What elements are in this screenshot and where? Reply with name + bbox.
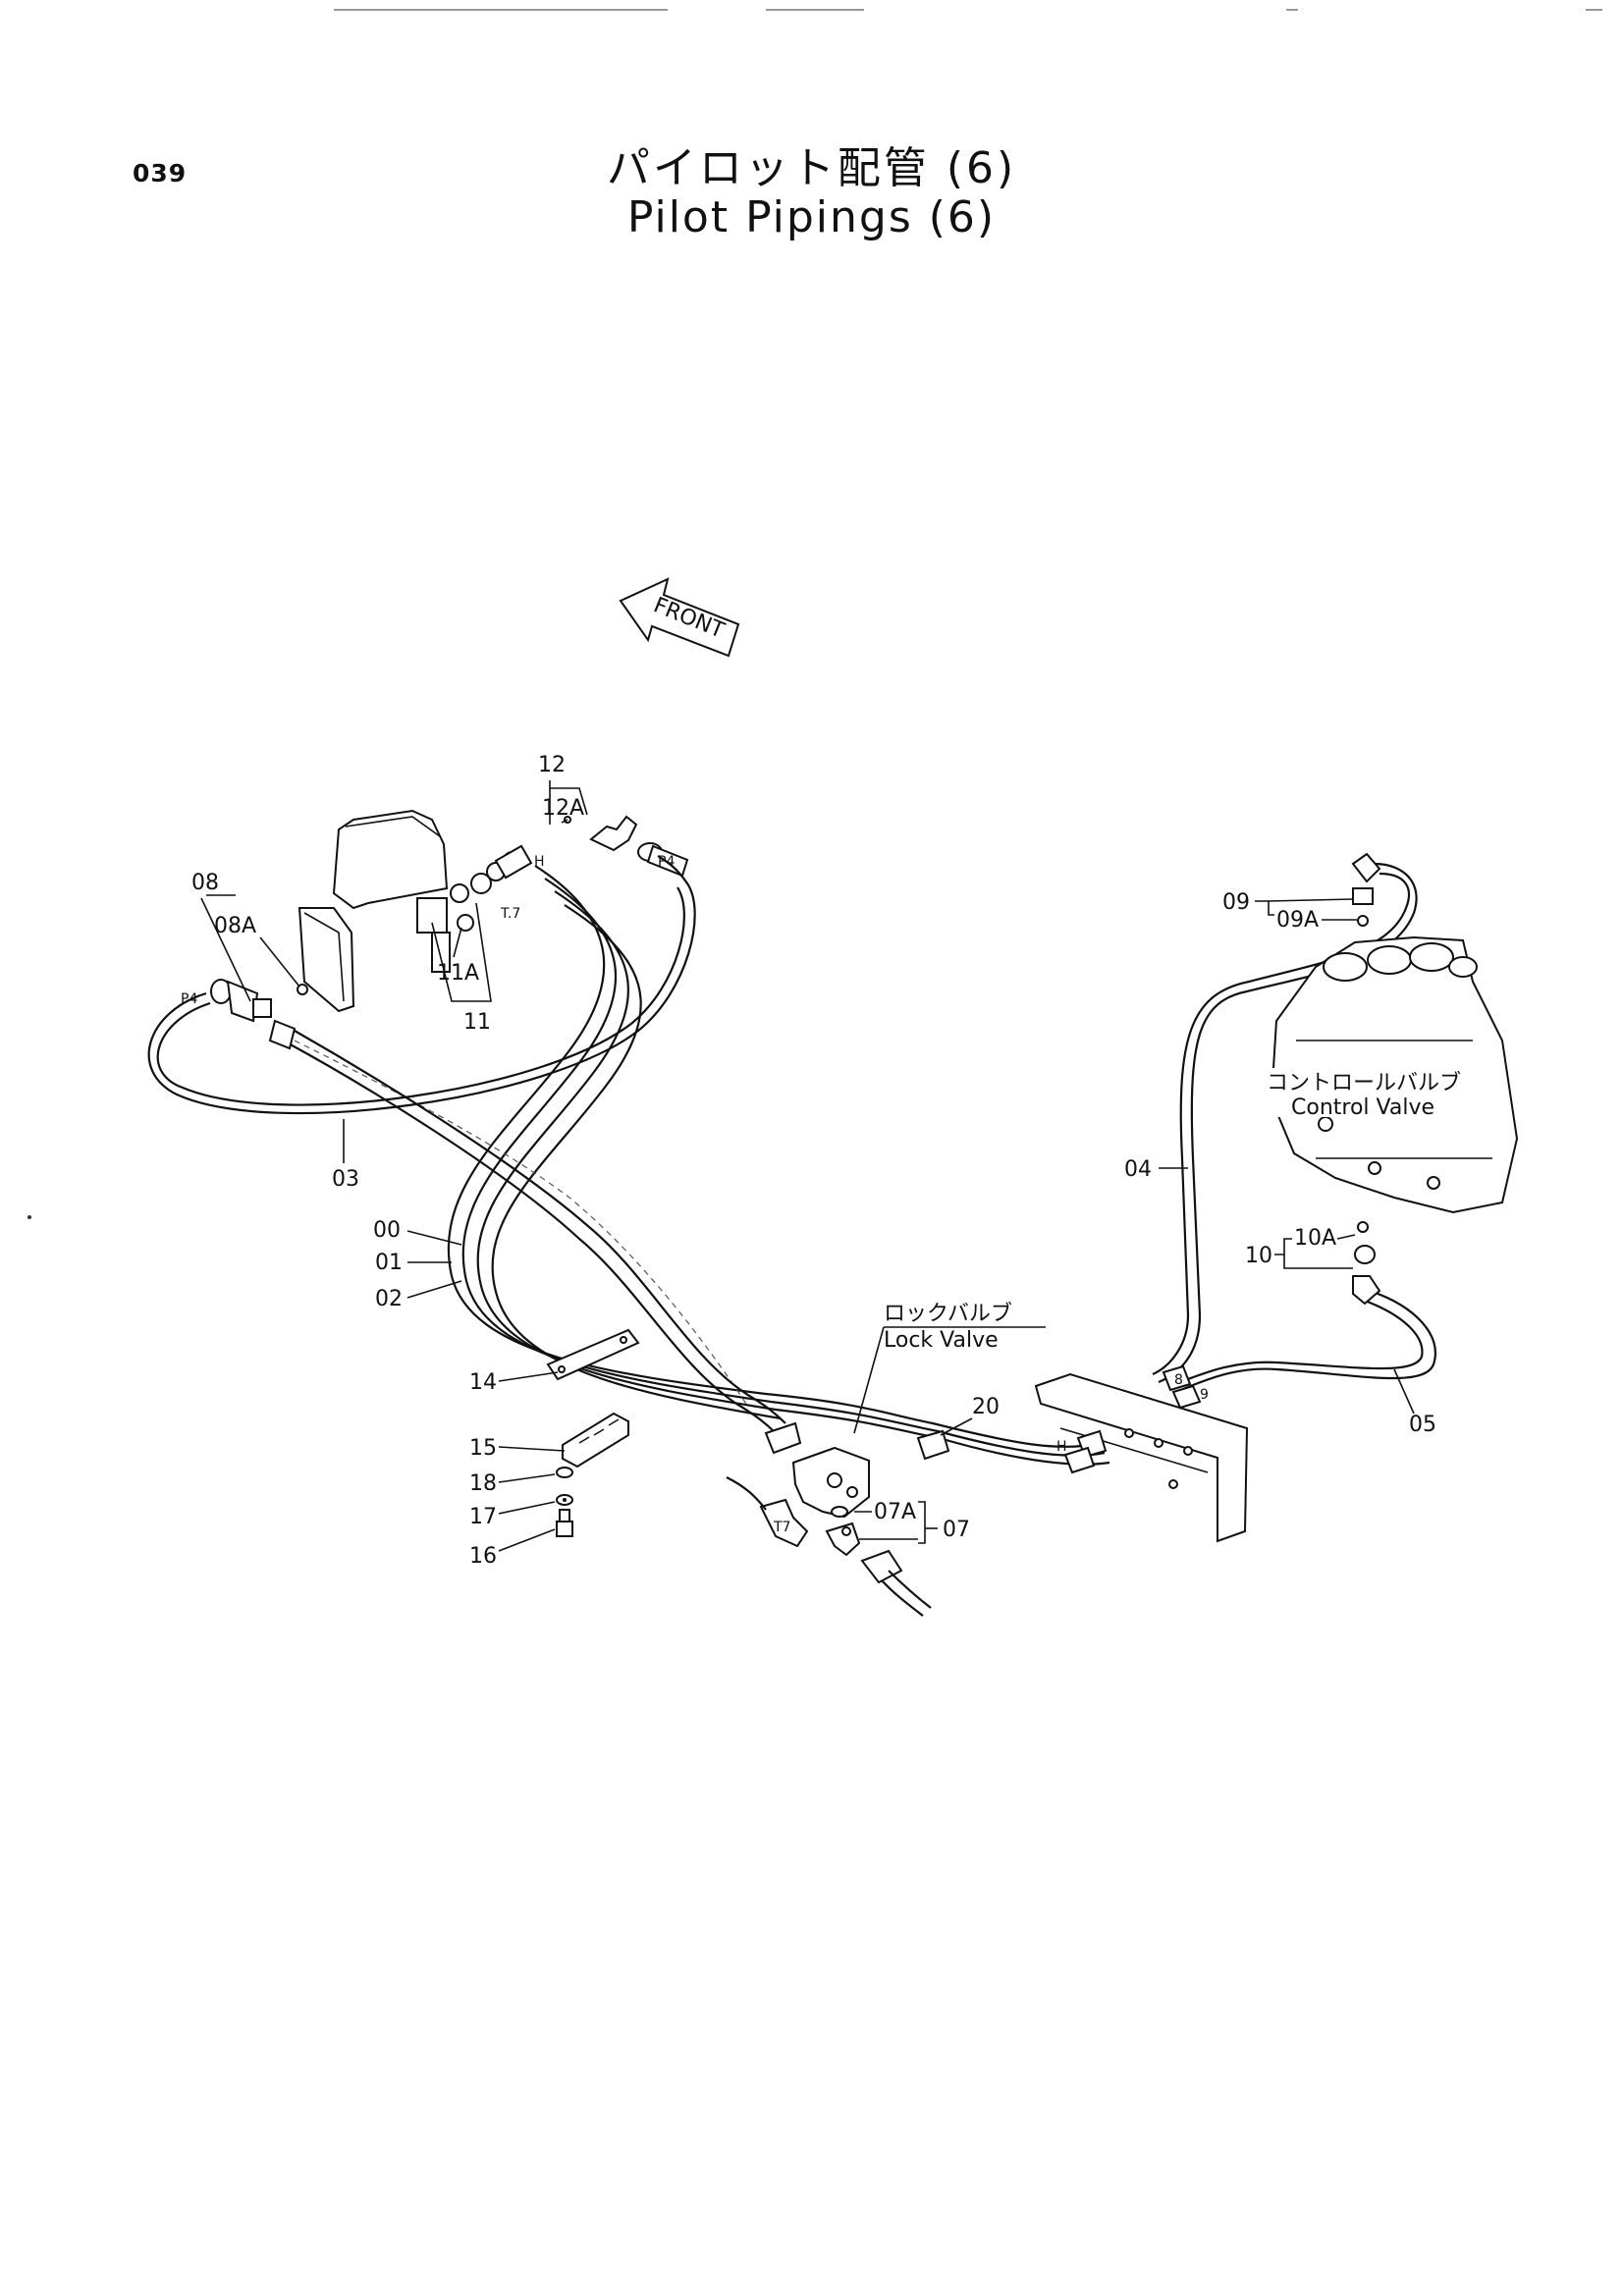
callout-09: 09 <box>1222 890 1250 915</box>
callout-08a: 08A <box>214 914 256 938</box>
callout-11: 11 <box>463 1010 491 1035</box>
callout-16: 16 <box>469 1544 497 1569</box>
lock-valve-label-ja: ロックバルブ <box>884 1302 1012 1326</box>
port-label-t7-bottom: T7 <box>773 1520 790 1535</box>
mounting-plate <box>1034 1364 1249 1543</box>
port-label-h-bottom: H <box>1056 1439 1067 1455</box>
reference-dashed-line <box>294 1040 747 1405</box>
callout-05: 05 <box>1409 1413 1436 1437</box>
port-label-8: 8 <box>1174 1372 1183 1388</box>
callout-03: 03 <box>332 1167 359 1192</box>
control-valve-label-en: Control Valve <box>1291 1095 1434 1120</box>
lock-valve: ロックバルブ Lock Valve <box>764 1301 1051 1519</box>
port-label-t7-top: T.7 <box>500 906 520 922</box>
callout-10: 10 <box>1245 1244 1272 1268</box>
callout-12a: 12A <box>542 796 584 821</box>
callout-08: 08 <box>191 871 219 895</box>
callout-07: 07 <box>943 1518 970 1542</box>
callout-12: 12 <box>538 753 566 777</box>
scan-dot <box>27 1215 31 1219</box>
port-label-h-top: H <box>534 854 545 870</box>
callout-20: 20 <box>972 1395 1000 1419</box>
callout-17: 17 <box>469 1505 497 1529</box>
page-title-japanese: パイロット配管 (6) <box>606 143 1017 193</box>
callout-15: 15 <box>469 1436 497 1461</box>
hose-05 <box>1179 1221 1436 1391</box>
port-label-p4-left: P4 <box>181 991 197 1007</box>
page-title-english: Pilot Pipings (6) <box>626 192 997 242</box>
left-pilot-valve <box>298 809 451 1013</box>
callout-09a: 09A <box>1276 908 1319 933</box>
hose-04 <box>1152 852 1418 1384</box>
port-label-p4-top: P4 <box>658 854 675 870</box>
callouts: 12 12A 08 08A 11A 11 03 00 01 02 14 15 1… <box>191 753 1436 1569</box>
hose-03 <box>147 855 696 1115</box>
fittings-11-12 <box>450 815 689 932</box>
callout-14: 14 <box>469 1370 497 1395</box>
fitting-08 <box>210 979 308 1023</box>
callout-07a: 07A <box>874 1500 916 1524</box>
lock-valve-label-en: Lock Valve <box>884 1328 999 1353</box>
page-number: 039 <box>133 159 188 187</box>
hose-to-lock-valve <box>268 1019 786 1434</box>
port-label-9: 9 <box>1200 1387 1209 1403</box>
port-labels: P4 P4 T.7 T7 H H 8 9 <box>181 854 1209 1535</box>
control-valve: コントロールバルブ Control Valve <box>1260 935 1519 1214</box>
control-valve-label-ja: コントロールバルブ <box>1267 1071 1461 1095</box>
callout-10a: 10A <box>1294 1226 1336 1251</box>
callout-18: 18 <box>469 1471 497 1496</box>
callout-02: 02 <box>375 1287 403 1311</box>
clamp-20 <box>916 1429 950 1461</box>
front-direction-arrow: FRONT <box>619 577 740 658</box>
hose-bundle-00-01-02 <box>447 865 1110 1466</box>
callout-00: 00 <box>373 1218 401 1243</box>
callout-04: 04 <box>1124 1157 1152 1182</box>
callout-01: 01 <box>375 1251 403 1275</box>
fitting-07 <box>726 1476 932 1617</box>
bracket-14-clamp-15 <box>546 1328 640 1537</box>
